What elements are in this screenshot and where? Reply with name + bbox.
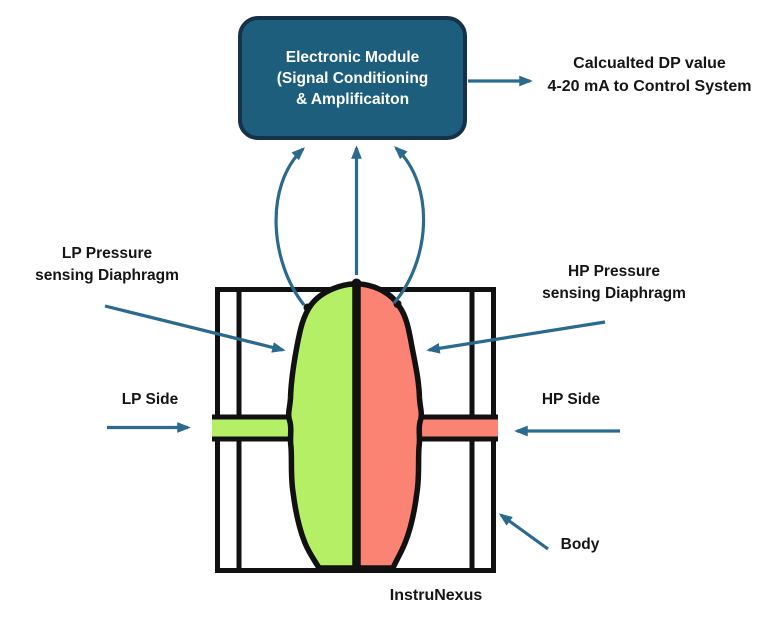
output-signal-label: Calcualted DP value 4-20 mA to Control S… (547, 55, 752, 95)
lp-link-dot (303, 303, 312, 312)
hp-signal-arc-arrow (392, 146, 426, 305)
brand-watermark: InstruNexus (389, 587, 483, 604)
lp-diaphragm-pointer-arrow (104, 304, 286, 353)
body-pointer-arrow (498, 513, 549, 551)
hp-diaphragm-pointer-arrow (426, 320, 606, 354)
hp-port-fill (406, 419, 498, 437)
electronic-module-box: Electronic Module (Signal Conditioning &… (238, 16, 467, 140)
sensor-node-dot (351, 278, 362, 289)
hp-diaphragm-label: HP Pressure sensing Diaphragm (542, 263, 686, 302)
lp-port-fill (212, 419, 304, 437)
lp-diaphragm-shape (285, 281, 359, 571)
hp-diaphragm-shape (353, 281, 425, 571)
lp-side-label: LP Side (121, 391, 179, 408)
lp-signal-arc-arrow (274, 147, 306, 306)
lp-diaphragm-label: LP Pressure sensing Diaphragm (35, 245, 179, 284)
hp-side-label: HP Side (541, 391, 601, 408)
body-label: Body (560, 536, 600, 553)
